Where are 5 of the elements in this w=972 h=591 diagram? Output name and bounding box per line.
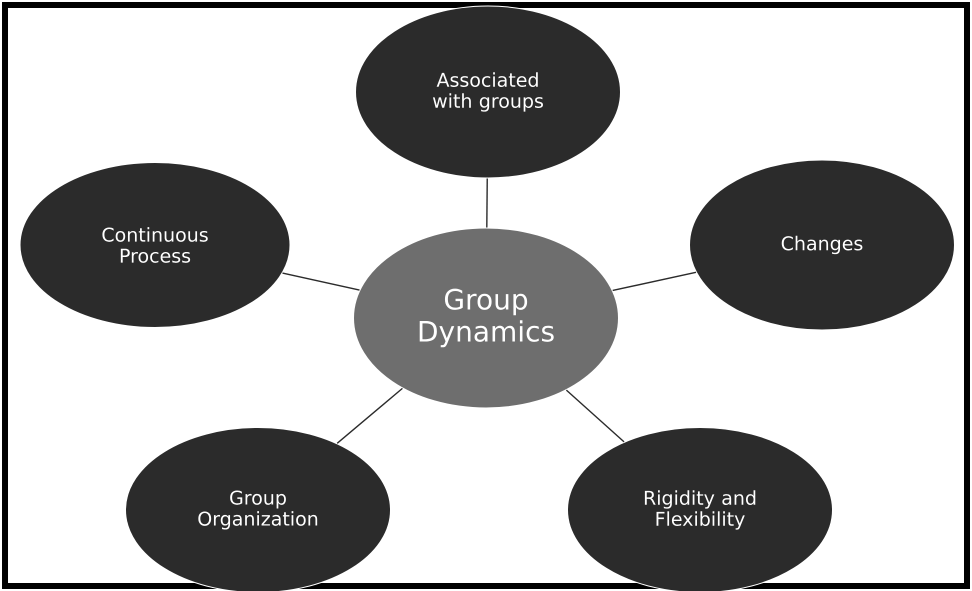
connector-line	[336, 388, 403, 444]
connector-line	[612, 272, 696, 292]
connector-line	[282, 272, 360, 291]
connector-line	[486, 178, 488, 228]
connector-line	[566, 390, 625, 442]
